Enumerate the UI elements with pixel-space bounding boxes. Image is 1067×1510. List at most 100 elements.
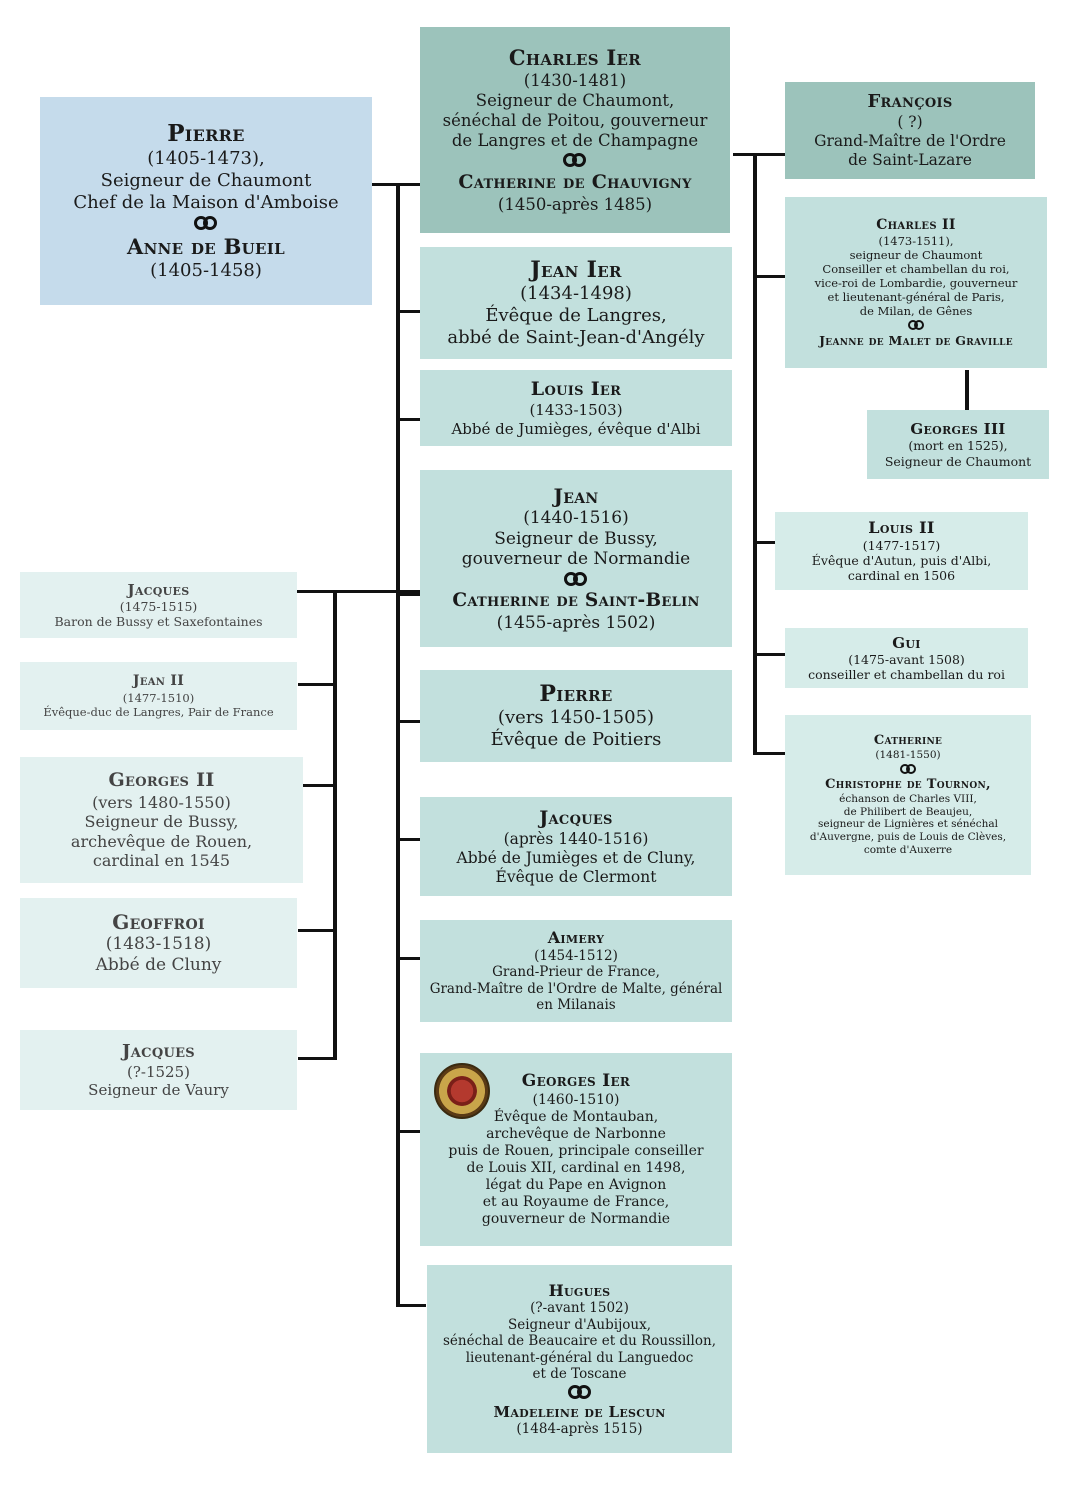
charles1-spouse-dates: (1450-après 1485) — [497, 194, 653, 214]
person-pierre-bishop: Pierre (vers 1450-1505) Évêque de Poitie… — [420, 670, 732, 762]
jacques-v-dates: (?-1525) — [127, 1062, 190, 1081]
jacques-c-name: Jacques — [539, 806, 613, 829]
jean1-line2: abbé de Saint-Jean-d'Angély — [447, 327, 705, 349]
person-jean-2: Jean II (1477-1510) Évêque-duc de Langre… — [20, 662, 297, 730]
marriage-rings-icon — [566, 1384, 594, 1402]
person-jacques-cluny: Jacques (après 1440-1516) Abbé de Jumièg… — [420, 797, 732, 896]
jean2-line1: Évêque-duc de Langres, Pair de France — [43, 704, 274, 719]
catherine-line4: d'Auvergne, puis de Louis de Clèves, — [809, 831, 1007, 844]
pierre-dates: (1405-1473), — [147, 148, 265, 170]
georges1-line2: archevêque de Narbonne — [486, 1125, 666, 1142]
francois-dates: ( ?) — [897, 113, 923, 132]
marriage-rings-icon — [899, 763, 917, 776]
tick-georges1 — [396, 1130, 420, 1133]
charles1-spouse: Catherine de Chauvigny — [458, 171, 692, 194]
tick-jacques-v — [298, 1057, 336, 1060]
jean-spouse-dates: (1455-après 1502) — [496, 612, 656, 633]
catherine-line1: échanson de Charles VIII, — [839, 792, 977, 805]
person-pierre: Pierre (1405-1473), Seigneur de Chaumont… — [40, 97, 372, 305]
pierre2-name: Pierre — [539, 680, 613, 707]
marriage-rings-icon — [192, 215, 220, 233]
tick-jean1 — [396, 310, 420, 313]
person-georges-2: Georges II (vers 1480-1550) Seigneur de … — [20, 757, 303, 883]
georges2-name: Georges II — [108, 769, 215, 792]
georges3-dates: (mort en 1525), — [908, 438, 1008, 454]
catherine-line5: comte d'Auxerre — [863, 843, 953, 856]
marriage-rings-icon — [561, 152, 589, 170]
jacques-c-line2: Évêque de Clermont — [495, 867, 657, 886]
georges3-line1: Seigneur de Chaumont — [884, 453, 1032, 469]
person-jean-1: Jean Ier (1434-1498) Évêque de Langres, … — [420, 247, 732, 359]
pierre-name: Pierre — [167, 120, 245, 148]
hugues-line3: lieutenant-général du Languedoc — [465, 1349, 694, 1366]
charles1-line3: de Langres et de Champagne — [451, 131, 699, 151]
georges1-line5: légat du Pape en Avignon — [485, 1176, 667, 1193]
aimery-line1: Grand-Prieur de France, — [492, 964, 660, 981]
catherine-line2: de Philibert de Beaujeu, — [843, 805, 973, 818]
charles2-line3: vice-roi de Lombardie, gouverneur — [814, 275, 1018, 290]
tick-catherine — [753, 752, 785, 755]
gui-dates: (1475-avant 1508) — [848, 651, 965, 667]
tick-charles1 — [396, 183, 420, 186]
marriage-rings-icon — [562, 571, 590, 589]
tick-georges2 — [298, 784, 336, 787]
georges1-line3: puis de Rouen, principale conseiller — [448, 1142, 704, 1159]
hugues-line2: sénéchal de Beaucaire et du Roussillon, — [443, 1333, 716, 1350]
line-charles1-out — [733, 153, 755, 156]
person-jacques-vaury: Jacques (?-1525) Seigneur de Vaury — [20, 1030, 297, 1110]
francois-name: François — [867, 91, 953, 113]
charles2-spouse: Jeanne de Malet de Graville — [819, 332, 1013, 348]
charles1-line2: sénéchal de Poitou, gouverneur — [442, 111, 708, 131]
hugues-spouse-dates: (1484-après 1515) — [516, 1420, 643, 1437]
person-charles-1: Charles Ier (1430-1481) Seigneur de Chau… — [420, 27, 730, 233]
hugues-line1: Seigneur d'Aubijoux, — [508, 1316, 651, 1333]
catherine-dates: (1481-1550) — [875, 749, 941, 762]
hugues-spouse: Madeleine de Lescun — [493, 1402, 666, 1421]
jean1-line1: Évêque de Langres, — [485, 305, 667, 327]
person-jean: Jean (1440-1516) Seigneur de Bussy, gouv… — [420, 470, 732, 647]
jean2-dates: (1477-1510) — [122, 690, 195, 705]
georges2-line1: Seigneur de Bussy, — [84, 812, 239, 832]
person-aimery: Aimery (1454-1512) Grand-Prieur de Franc… — [420, 920, 732, 1022]
tick-francois — [753, 153, 785, 156]
louis1-dates: (1433-1503) — [529, 401, 623, 420]
tick-jacques — [396, 838, 420, 841]
tick-aimery — [396, 957, 420, 960]
tick-geoffroi — [298, 929, 336, 932]
georges1-dates: (1460-1510) — [532, 1091, 620, 1108]
tick-pierre2 — [396, 720, 420, 723]
georges2-line2: archevêque de Rouen, — [70, 831, 253, 851]
jacques-l-dates: (1475-1515) — [119, 598, 198, 614]
person-gui: Gui (1475-avant 1508) conseiller et cham… — [785, 628, 1028, 688]
aimery-line2: Grand-Maître de l'Ordre de Malte, généra… — [429, 980, 723, 997]
jean2-name: Jean II — [132, 673, 185, 690]
line-pierre-out — [370, 183, 400, 186]
jean1-dates: (1434-1498) — [520, 283, 632, 305]
line-jean-out — [297, 590, 420, 593]
tick-hugues — [396, 1304, 426, 1307]
hugues-name: Hugues — [548, 1280, 611, 1300]
hugues-line4: et de Toscane — [532, 1366, 627, 1383]
charles2-line4: et lieutenant-général de Paris, — [827, 289, 1005, 304]
line-charles2-georges3 — [965, 370, 969, 412]
person-hugues: Hugues (?-avant 1502) Seigneur d'Aubijou… — [427, 1265, 732, 1453]
charles1-line1: Seigneur de Chaumont, — [475, 91, 675, 111]
georges1-line1: Évêque de Montauban, — [493, 1108, 659, 1125]
georges1-name: Georges Ier — [521, 1070, 631, 1091]
francois-line1: Grand-Maître de l'Ordre — [814, 132, 1006, 151]
charles2-line5: de Milan, de Gênes — [859, 303, 973, 318]
person-francois: François ( ?) Grand-Maître de l'Ordre de… — [785, 82, 1035, 179]
jean1-name: Jean Ier — [530, 256, 622, 283]
georges1-line4: de Louis XII, cardinal en 1498, — [466, 1159, 686, 1176]
louis2-line2: cardinal en 1506 — [847, 568, 956, 584]
georges1-line7: gouverneur de Normandie — [481, 1211, 671, 1228]
tick-louis1 — [396, 418, 420, 421]
person-georges-3: Georges III (mort en 1525), Seigneur de … — [867, 410, 1049, 479]
tick-jean — [396, 593, 420, 596]
person-jacques-baron: Jacques (1475-1515) Baron de Bussy et Sa… — [20, 572, 297, 638]
tick-charles2 — [753, 275, 785, 278]
pierre-line1: Seigneur de Chaumont — [100, 170, 312, 192]
person-catherine: Catherine (1481-1550) Christophe de Tour… — [785, 715, 1031, 875]
jacques-c-line1: Abbé de Jumièges et de Cluny, — [456, 848, 696, 867]
tick-jean2 — [298, 683, 336, 686]
